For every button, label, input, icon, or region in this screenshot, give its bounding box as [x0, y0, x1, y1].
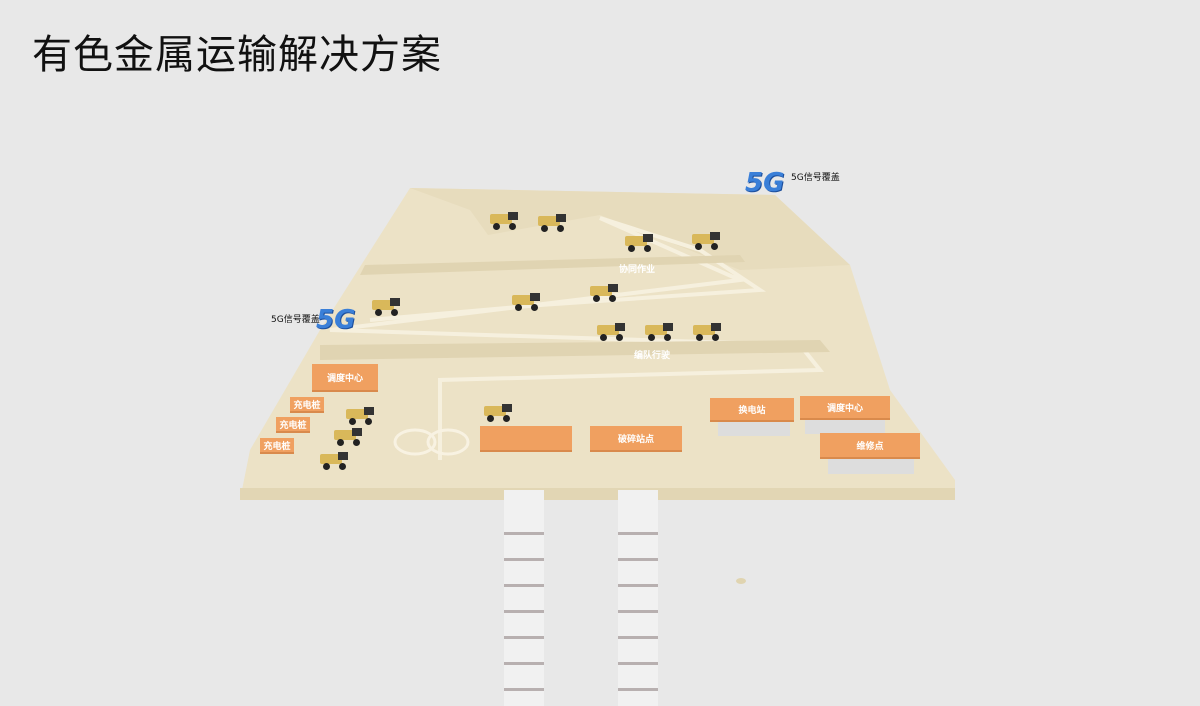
repair-building [828, 458, 914, 474]
truck-icon [320, 452, 350, 470]
truck-icon [590, 284, 620, 302]
truck-icon [597, 323, 627, 341]
swap-station: 换电站 [710, 398, 794, 420]
turnaround-1 [393, 428, 437, 456]
truck-icon [645, 323, 675, 341]
charger-2: 充电桩 [276, 417, 310, 431]
haul-road [329, 216, 825, 460]
truck-icon [692, 232, 722, 250]
truck-icon [346, 407, 376, 425]
5g-tower-icon: 5G [745, 168, 785, 198]
charger-3: 充电桩 [260, 438, 294, 452]
truck-icon [372, 298, 402, 316]
page-title: 有色金属运输解决方案 [32, 32, 442, 78]
5g-tower-icon: 5G [316, 305, 356, 335]
swap-station-building [718, 418, 790, 436]
truck-icon [484, 404, 514, 422]
collab-label: 协同作业 [618, 265, 656, 275]
platoon-label: 编队行驶 [633, 351, 671, 361]
truck-icon [538, 214, 568, 232]
truck-icon [512, 293, 542, 311]
crusher-station: 破碎站点 [590, 426, 682, 450]
crusher-roof-left [480, 426, 572, 450]
terrain-front [240, 488, 955, 500]
shaft-right [618, 490, 658, 706]
dispatch-center-right: 调度中心 [800, 396, 890, 418]
turnaround-2 [426, 428, 470, 456]
truck-icon [693, 323, 723, 341]
charger-1: 充电桩 [290, 397, 324, 411]
bench-line-1 [360, 255, 745, 275]
signal-label-left: 5G信号覆盖 [271, 315, 320, 325]
signal-label-right: 5G信号覆盖 [791, 173, 840, 183]
bench-line-2 [320, 340, 830, 360]
shaft-left [504, 490, 544, 706]
dispatch-building [805, 418, 885, 434]
dispatch-center-left: 调度中心 [312, 364, 378, 390]
repair-point: 维修点 [820, 433, 920, 457]
truck-icon [334, 428, 364, 446]
truck-icon [490, 212, 520, 230]
excavator-icon [625, 234, 655, 252]
bench-top [410, 188, 850, 270]
